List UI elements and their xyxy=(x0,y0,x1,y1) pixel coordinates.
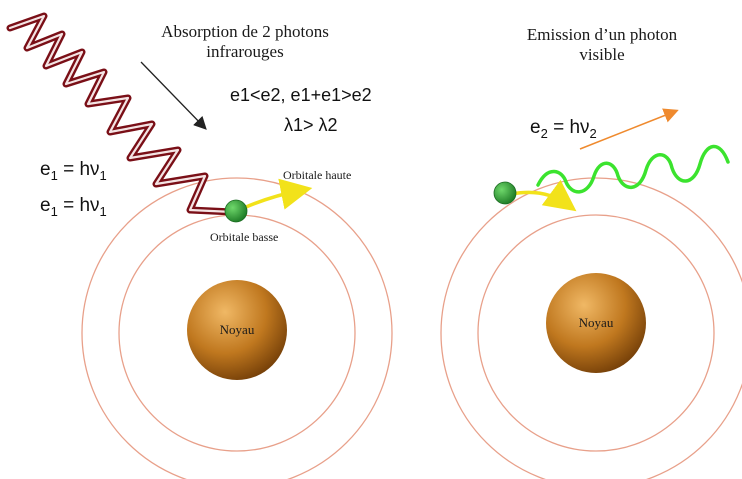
outer-orbit-left xyxy=(81,177,393,479)
electron-right xyxy=(493,181,517,205)
absorption-title-line1: Absorption de 2 photons xyxy=(161,22,329,41)
emission-panel: Noyau Emission d’un photon visible e2 = … xyxy=(440,25,742,479)
infrared-wave-inner xyxy=(8,14,235,214)
energy-condition: e1<e2, e1+e1>e2 xyxy=(230,85,372,105)
absorption-title-line2: infrarouges xyxy=(206,42,283,61)
nucleus-right xyxy=(546,273,646,373)
photon-energy-label-1: e1 = hν1 xyxy=(40,159,107,183)
infrared-wave-outer xyxy=(6,12,237,216)
visible-wave xyxy=(536,144,730,194)
nucleus-left xyxy=(187,280,287,380)
wavelength-condition: λ1> λ2 xyxy=(284,115,338,135)
nucleus-right-label: Noyau xyxy=(579,315,614,330)
absorption-arrow xyxy=(140,61,207,130)
emitted-photon-energy-label: e2 = hν2 xyxy=(530,117,597,141)
electron-path-right xyxy=(511,179,577,212)
photon-energy-label-2: e1 = hν1 xyxy=(40,195,107,219)
nucleus-left-label: Noyau xyxy=(220,322,255,337)
outer-orbit-right xyxy=(440,177,742,479)
orbital-high-label: Orbitale haute xyxy=(283,168,351,182)
electron-left xyxy=(224,199,248,223)
electron-path-left xyxy=(245,178,313,210)
emission-arrow xyxy=(579,108,679,150)
absorption-panel: Noyau Absorption de 2 photons infrarouge… xyxy=(6,12,393,479)
orbital-low-label: Orbitale basse xyxy=(210,230,278,244)
inner-orbit-right xyxy=(477,214,715,452)
emission-title-line1: Emission d’un photon xyxy=(527,25,678,44)
emission-title-line2: visible xyxy=(579,45,624,64)
